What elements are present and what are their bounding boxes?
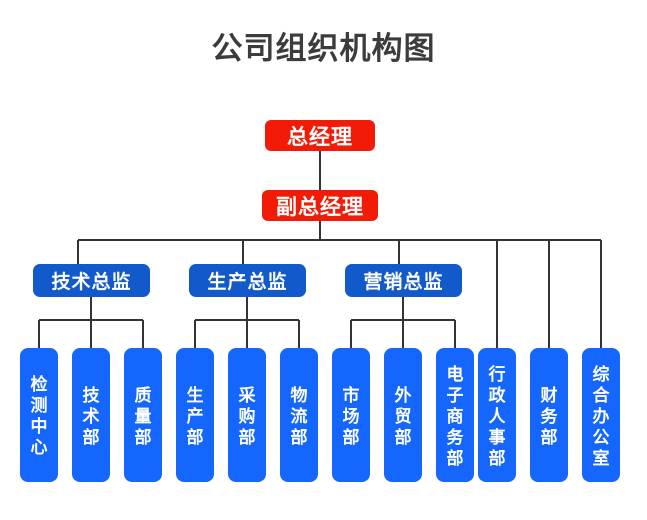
node-deputy-general-manager[interactable]: 副总经理 [262,190,378,221]
node-finance-department[interactable]: 财务部 [530,348,568,482]
node-technology-department[interactable]: 技术部 [72,348,110,482]
node-production-department[interactable]: 生产部 [176,348,214,482]
node-label: 市场部 [342,385,360,447]
node-testing-center[interactable]: 检测中心 [20,348,58,482]
node-label: 电子商务部 [446,364,464,468]
node-label: 生产部 [186,385,204,447]
node-market-department[interactable]: 市场部 [332,348,370,482]
node-marketing-director[interactable]: 营销总监 [345,264,462,297]
node-general-office[interactable]: 综合办公室 [582,348,620,482]
node-logistics-department[interactable]: 物流部 [280,348,318,482]
node-label: 采购部 [238,385,256,447]
node-ecommerce-department[interactable]: 电子商务部 [436,348,474,482]
node-admin-hr-department[interactable]: 行政人事部 [478,348,516,482]
node-label: 综合办公室 [592,364,610,468]
page-title: 公司组织机构图 [211,31,436,66]
node-technical-director[interactable]: 技术总监 [33,264,150,297]
node-label: 物流部 [290,385,308,447]
node-general-manager[interactable]: 总经理 [265,120,375,151]
node-quality-department[interactable]: 质量部 [124,348,162,482]
node-label: 质量部 [134,385,152,447]
node-foreign-trade-department[interactable]: 外贸部 [384,348,422,482]
node-label: 检测中心 [30,375,48,457]
node-label: 外贸部 [394,385,412,447]
node-label: 财务部 [540,385,558,447]
node-purchasing-department[interactable]: 采购部 [228,348,266,482]
node-production-director[interactable]: 生产总监 [189,264,306,297]
node-label: 行政人事部 [488,364,506,468]
node-label: 技术部 [82,385,100,447]
